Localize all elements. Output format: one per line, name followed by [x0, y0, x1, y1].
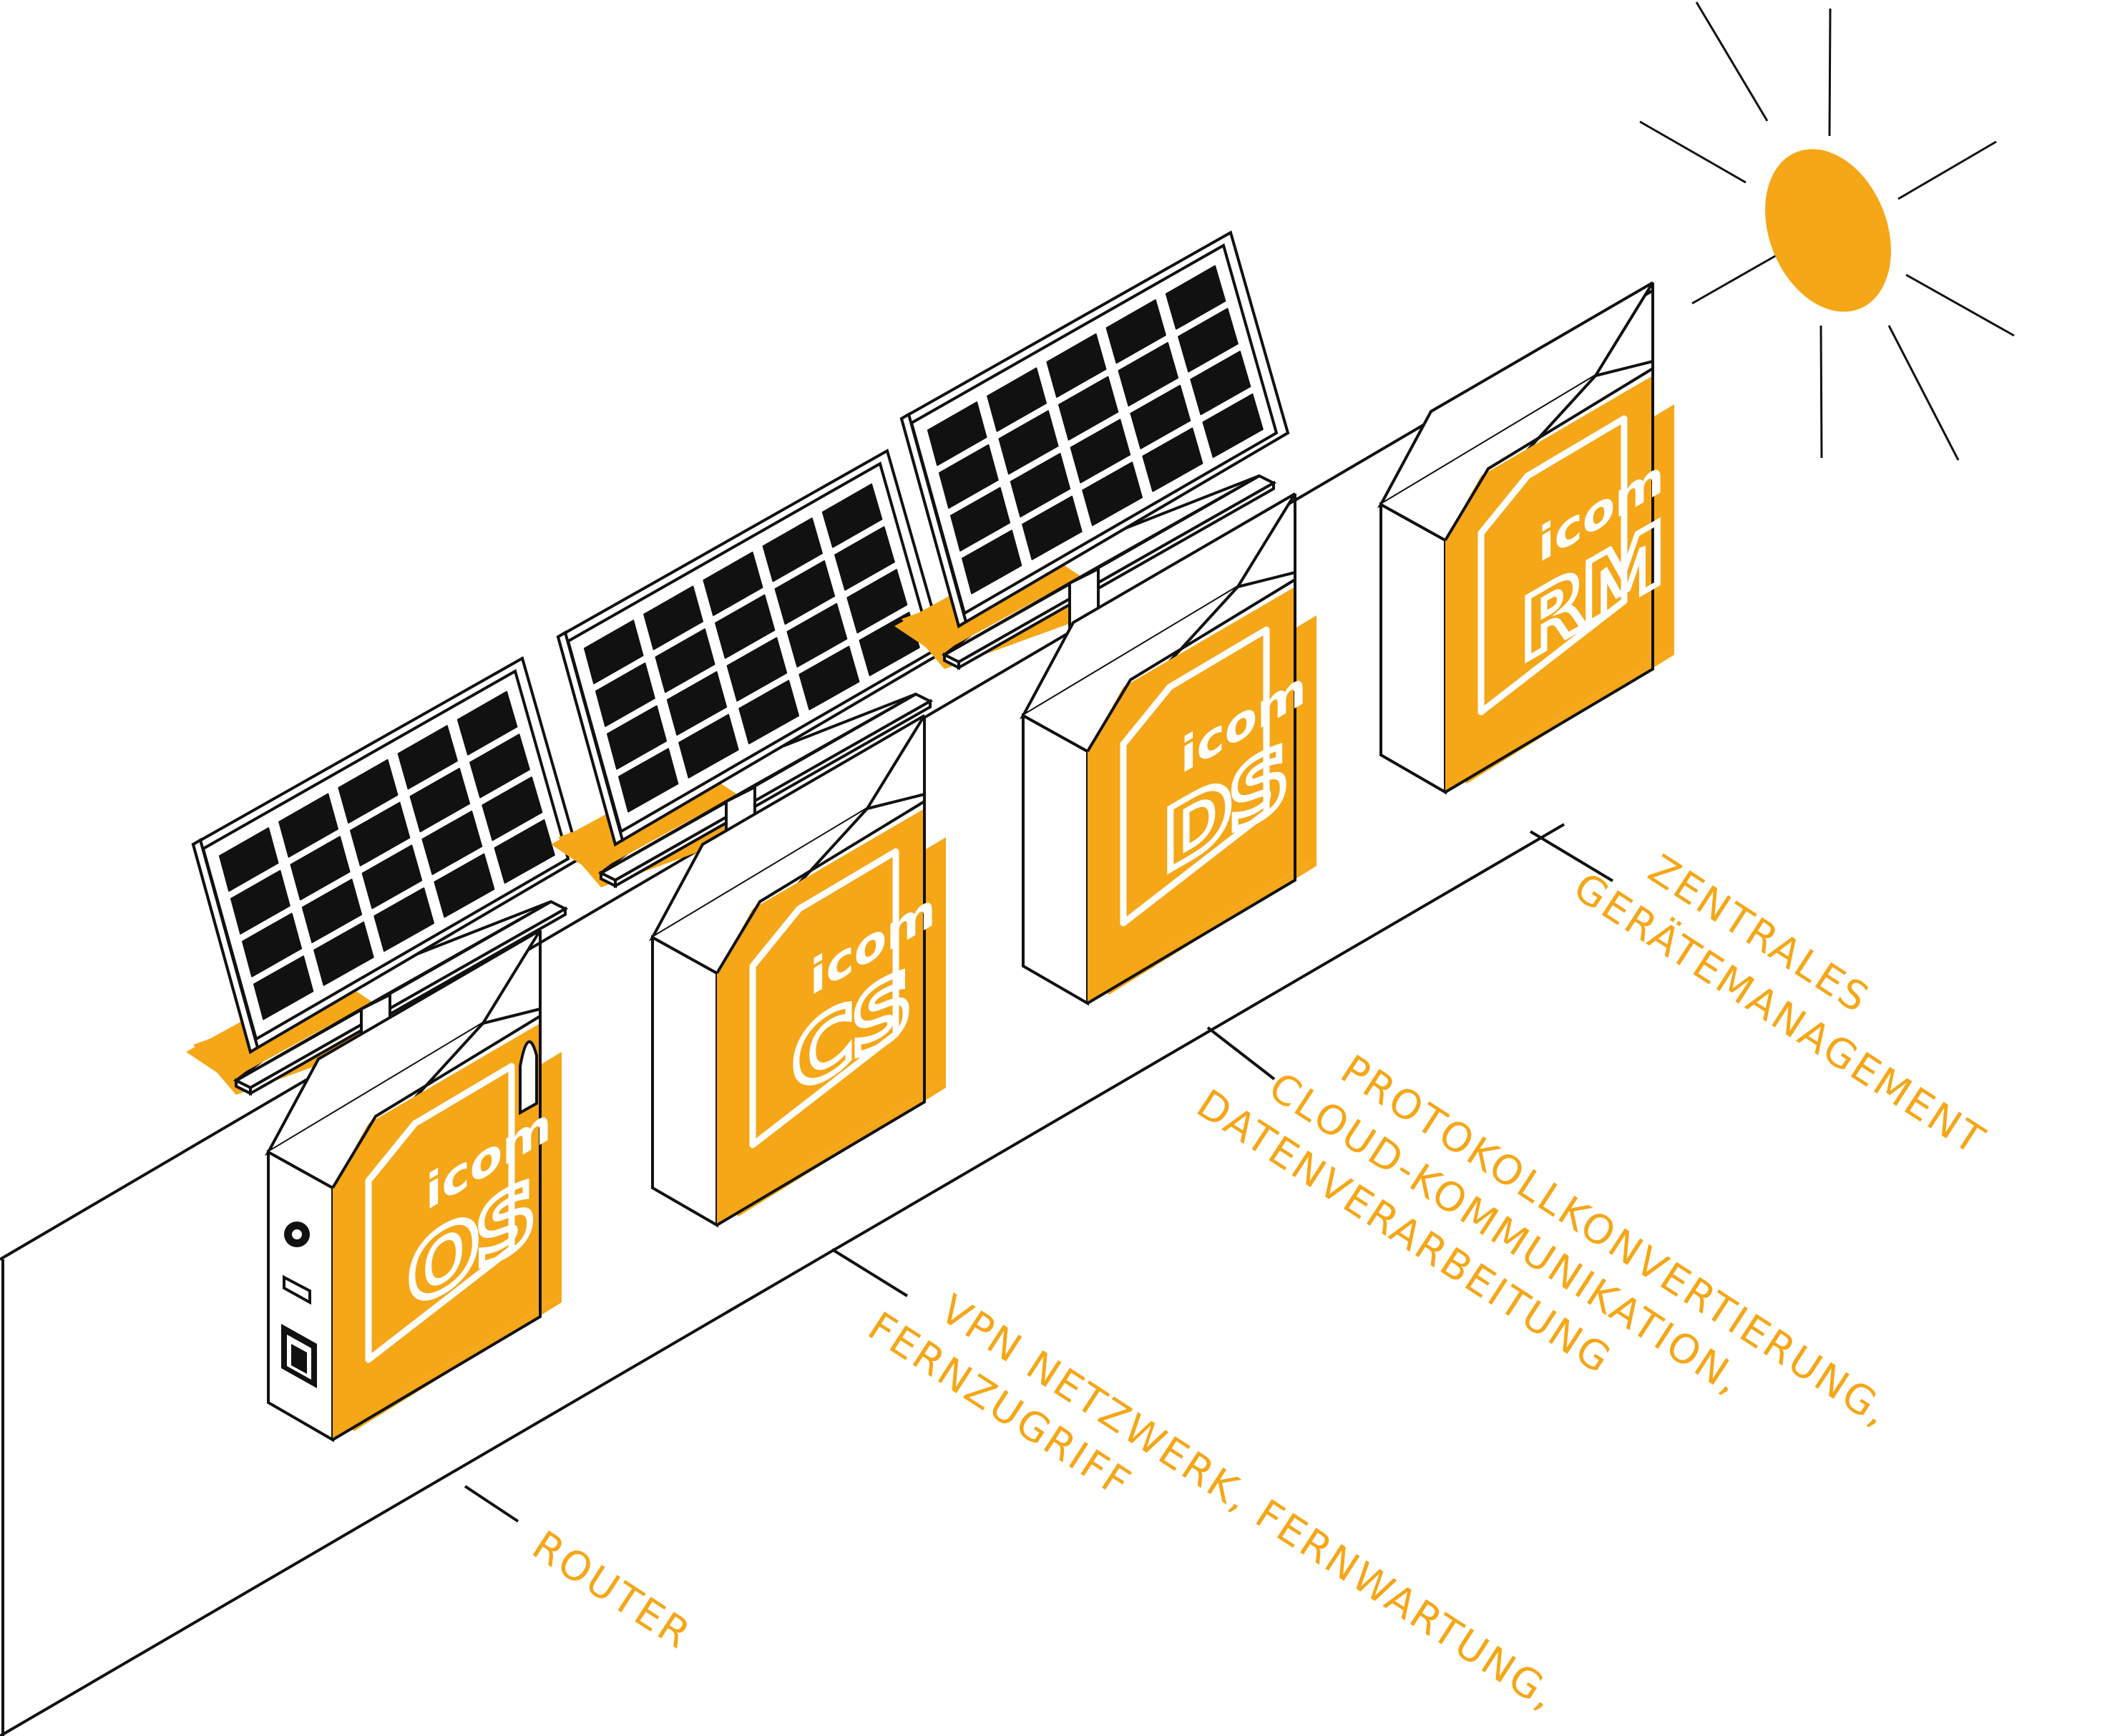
panel-cell [397, 725, 458, 790]
logo-frame [1477, 415, 1628, 716]
panel-cell [678, 713, 739, 779]
panel-cell [1105, 299, 1166, 364]
panel-cell [1118, 342, 1179, 407]
connector-os [464, 1485, 519, 1523]
panel-cell [218, 827, 279, 892]
panel-cell [798, 645, 860, 711]
panel-cell [666, 670, 728, 736]
panel-cell [313, 921, 374, 986]
panel-cell [583, 620, 644, 685]
panel-cell [738, 680, 800, 745]
panel-cell [1190, 351, 1251, 416]
connector-cs [831, 1248, 909, 1297]
solar-panel-icon [894, 230, 1290, 670]
panel-cell [301, 878, 363, 943]
logo-frame [1120, 626, 1270, 927]
panel-cell [1046, 333, 1107, 398]
panel-cell [373, 887, 435, 952]
panel-cell [456, 691, 518, 756]
panel-cell [998, 410, 1059, 475]
panel-cell [421, 810, 483, 875]
panel-cell [434, 853, 495, 918]
panel-cell [821, 483, 883, 548]
panel-cell [606, 705, 668, 770]
panel-cell [1130, 384, 1191, 449]
panel-cell [482, 776, 543, 842]
panel-cell [726, 637, 788, 702]
panel-cell [762, 517, 823, 582]
panel-cell [618, 748, 679, 813]
logo-frame [749, 848, 899, 1149]
panel-cell [290, 836, 351, 901]
label-cs: VPN NETZWERK, FERNWARTUNG,FERNZUGRIFF [860, 1286, 1565, 1720]
antenna-icon [519, 1040, 538, 1116]
panel-cell [1142, 427, 1203, 492]
panel-cell [703, 551, 763, 616]
panel-cell [1010, 452, 1071, 517]
panel-cell [494, 819, 555, 884]
panel-cell [1178, 308, 1239, 373]
panel-cell [409, 768, 471, 833]
panel-cell [595, 662, 655, 727]
label-line: GERÄTEMANAGEMENT [1565, 864, 1993, 1164]
label-line: CLOUD-KOMMUNIKATION, [1261, 1063, 1751, 1404]
panel-cell [1202, 393, 1264, 458]
label-os: ROUTER [524, 1522, 699, 1659]
connector-lines [464, 830, 1614, 1523]
label-ds: PROTOKOLLKONVERTIERUNG,CLOUD-KOMMUNIKATI… [1188, 1046, 1899, 1436]
panel-cell [846, 569, 908, 634]
panel-cell [834, 526, 895, 591]
panel-cell [469, 733, 530, 799]
logo-frame [365, 1063, 515, 1363]
usb-port-icon [283, 1274, 311, 1305]
panel-cell [278, 793, 338, 858]
panel-cell [1165, 265, 1226, 330]
panel-cell [938, 444, 999, 509]
solar-panel-icon [186, 656, 582, 1096]
solar-panels [186, 230, 1290, 1096]
panel-cell [655, 628, 715, 693]
panel-cell [1022, 495, 1083, 560]
panel-cell [774, 560, 836, 625]
panel-cell [643, 585, 703, 650]
panel-cell [927, 401, 987, 467]
panel-cell [230, 869, 290, 935]
panel-cell [1058, 376, 1119, 441]
panel-cell [962, 530, 1022, 595]
panel-cell [241, 912, 303, 977]
connector-ds [1206, 1026, 1276, 1081]
panel-cell [253, 955, 314, 1020]
solar-panel-icon [551, 449, 947, 889]
connector-rm [1529, 830, 1614, 882]
label-line: ROUTER [524, 1522, 699, 1659]
panel-cell [987, 367, 1047, 432]
panel-cell [1082, 462, 1143, 527]
panel-cell [715, 594, 776, 659]
panel-cell [350, 801, 411, 867]
panel-cell [361, 844, 423, 910]
panel-cell [949, 487, 1011, 552]
panel-cell [786, 603, 848, 668]
panel-cell [1070, 419, 1131, 484]
label-line: VPN NETZWERK, FERNWARTUNG, [932, 1286, 1565, 1720]
sun-icon [1639, 1, 2015, 461]
panel-cell [338, 759, 399, 824]
